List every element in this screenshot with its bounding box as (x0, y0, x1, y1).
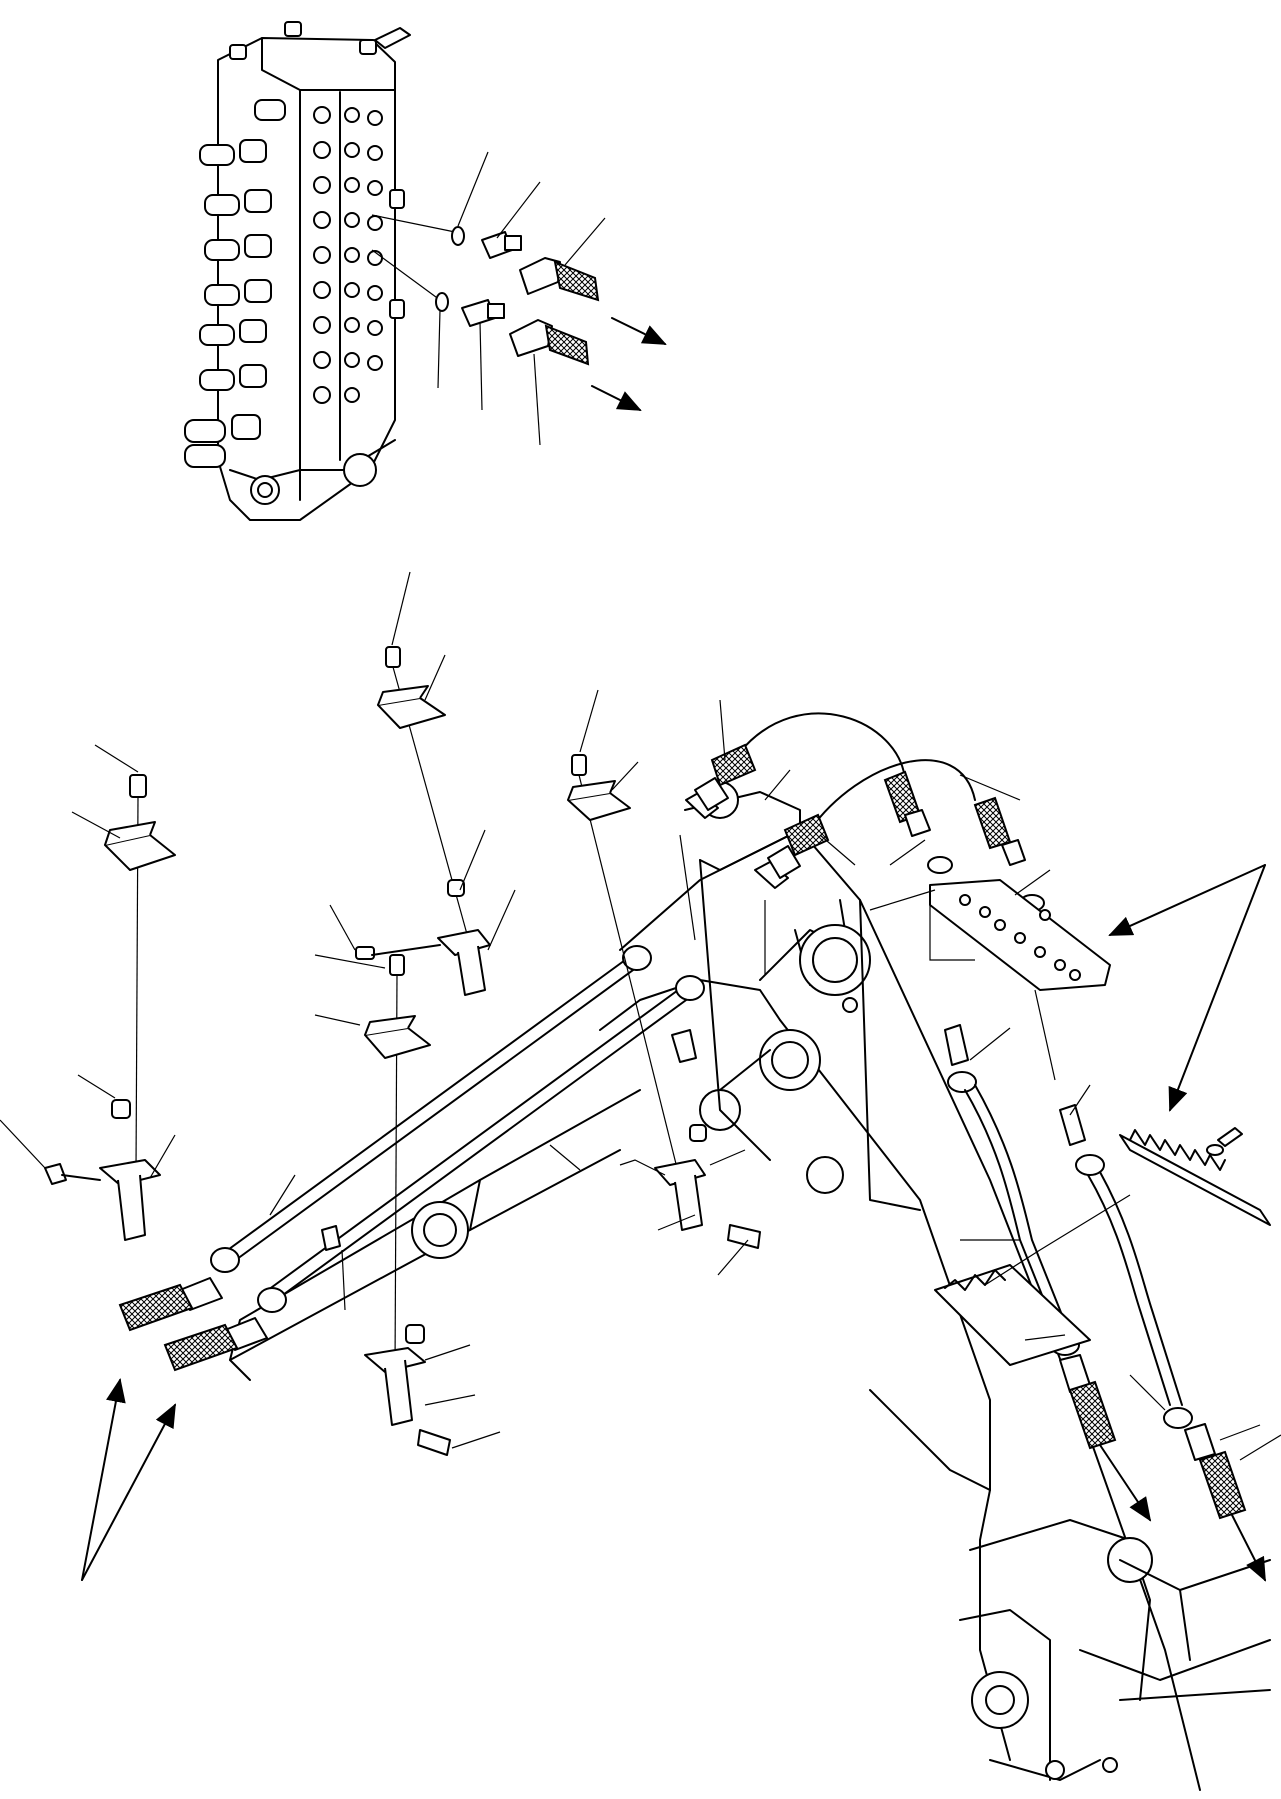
pipe-clamp-combs (934, 1127, 1271, 1366)
hydraulic-pipes (210, 945, 705, 1313)
right-pipes (944, 1024, 1266, 1582)
leader-lines (437, 151, 606, 446)
control-valve (184, 21, 411, 521)
valve-ports (313, 106, 383, 404)
hoses (685, 712, 1045, 912)
clamps (44, 646, 761, 1456)
reference-arrows (1108, 864, 1266, 1112)
bracket-plate (929, 879, 1111, 991)
boom (229, 781, 1271, 1791)
valve-fittings (371, 214, 667, 411)
spool-caps (184, 99, 286, 468)
dashed-guides (619, 834, 1131, 1286)
pipe-ends (81, 1277, 268, 1581)
callout-leaders (0, 571, 1281, 1461)
